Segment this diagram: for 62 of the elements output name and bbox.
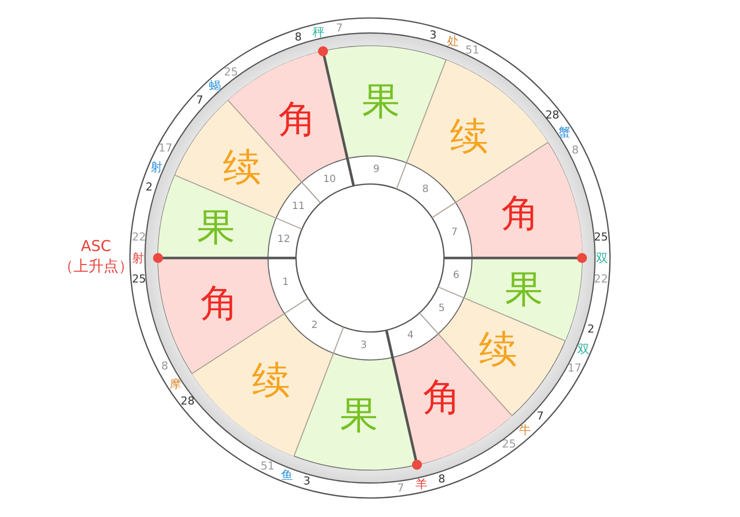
house-label: 续 [450,116,488,155]
sign-label: 秤 [312,26,325,38]
degree-label: 8 [294,32,302,43]
house-number: 2 [311,321,318,332]
house-number: 5 [438,304,445,314]
degree-label: 51 [260,460,275,472]
house-number: 6 [453,270,460,281]
house-label: 果 [362,82,400,120]
degree-label: 3 [430,29,437,40]
degree-label: 22 [132,231,146,242]
sign-label: 处 [447,35,460,48]
degree-label: 28 [545,109,560,120]
degree-label: 8 [438,473,446,484]
sign-label: 鱼 [280,468,293,481]
degree-label: 7 [397,482,404,494]
house-label: 续 [252,361,290,399]
degree-label: 17 [567,362,582,374]
house-number: 4 [407,331,414,342]
house-label: 角 [502,194,540,232]
degree-label: 22 [594,274,608,285]
house-sector [294,353,417,470]
house-label: 续 [223,148,262,186]
sign-label: 牛 [519,424,532,436]
house-label: 果 [340,396,378,434]
sign-label: 蝎 [208,80,221,92]
sign-label: 双 [596,252,608,264]
house-label: 角 [200,284,238,322]
house-label: 果 [197,208,236,246]
house-label: 续 [478,330,517,368]
house-number: 9 [373,165,380,176]
degree-label: 25 [594,231,608,242]
sign-label: 摩 [169,378,182,390]
house-label: 角 [423,378,462,416]
degree-label: 51 [465,44,480,56]
house-label: 角 [278,100,317,138]
degree-label: 17 [158,142,173,154]
degree-label: 25 [132,274,146,285]
sign-label: 射 [150,161,162,174]
degree-label: 25 [502,438,516,450]
degree-label: 28 [180,396,195,407]
sign-label: 蟹 [558,126,571,138]
house-number: 8 [422,184,429,195]
house-number: 3 [360,340,367,351]
sign-label: 射 [132,252,144,264]
degree-label: 7 [336,22,343,34]
sign-label: 羊 [415,478,428,490]
degree-label: 2 [587,323,594,334]
house-sector [323,46,446,163]
degree-label: 8 [161,360,168,372]
degree-label: 3 [303,476,310,487]
house-number: 7 [451,228,458,238]
house-number: 10 [323,174,336,185]
house-number: 1 [282,278,289,288]
degree-label: 25 [224,66,238,78]
degree-label: 7 [536,410,544,422]
house-label: 果 [504,270,543,308]
degree-label: 7 [196,94,204,106]
house-number: 11 [292,202,305,212]
sign-label: 双 [578,342,590,355]
degree-label: 2 [146,182,153,193]
house-number: 12 [277,235,290,246]
degree-label: 8 [572,144,579,156]
